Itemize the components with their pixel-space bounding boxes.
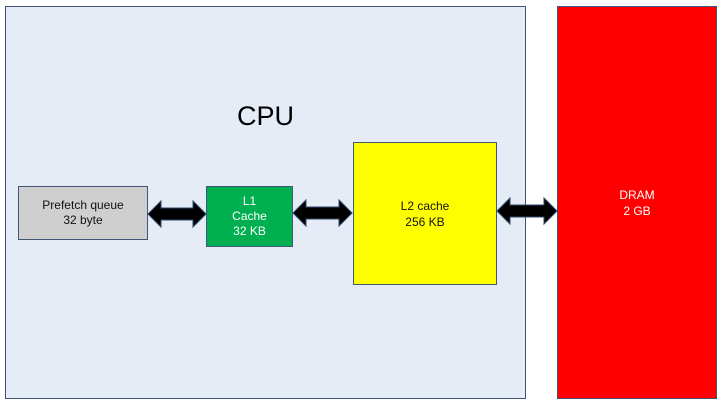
dram-block: DRAM 2 GB xyxy=(557,6,717,399)
l2-cache-block: L2 cache 256 KB xyxy=(353,142,497,285)
dram-name: DRAM xyxy=(619,188,655,202)
double-arrow-icon xyxy=(496,196,558,226)
l1-cache-block: L1 Cache 32 KB xyxy=(206,186,293,247)
l1-cache-name-2: Cache xyxy=(232,209,267,223)
l2-cache-size: 256 KB xyxy=(405,214,445,229)
l1-cache-size: 32 KB xyxy=(233,224,266,238)
double-arrow-icon xyxy=(147,199,207,229)
prefetch-queue-size: 32 byte xyxy=(63,213,103,227)
prefetch-queue-name: Prefetch queue xyxy=(42,198,124,212)
l1-cache-name: L1 xyxy=(242,194,257,208)
l2-cache-name: L2 cache xyxy=(400,198,450,213)
cpu-label: CPU xyxy=(236,101,294,131)
prefetch-queue-block: Prefetch queue 32 byte xyxy=(18,186,148,240)
double-arrow-icon xyxy=(292,198,353,228)
dram-size: 2 GB xyxy=(623,204,651,218)
